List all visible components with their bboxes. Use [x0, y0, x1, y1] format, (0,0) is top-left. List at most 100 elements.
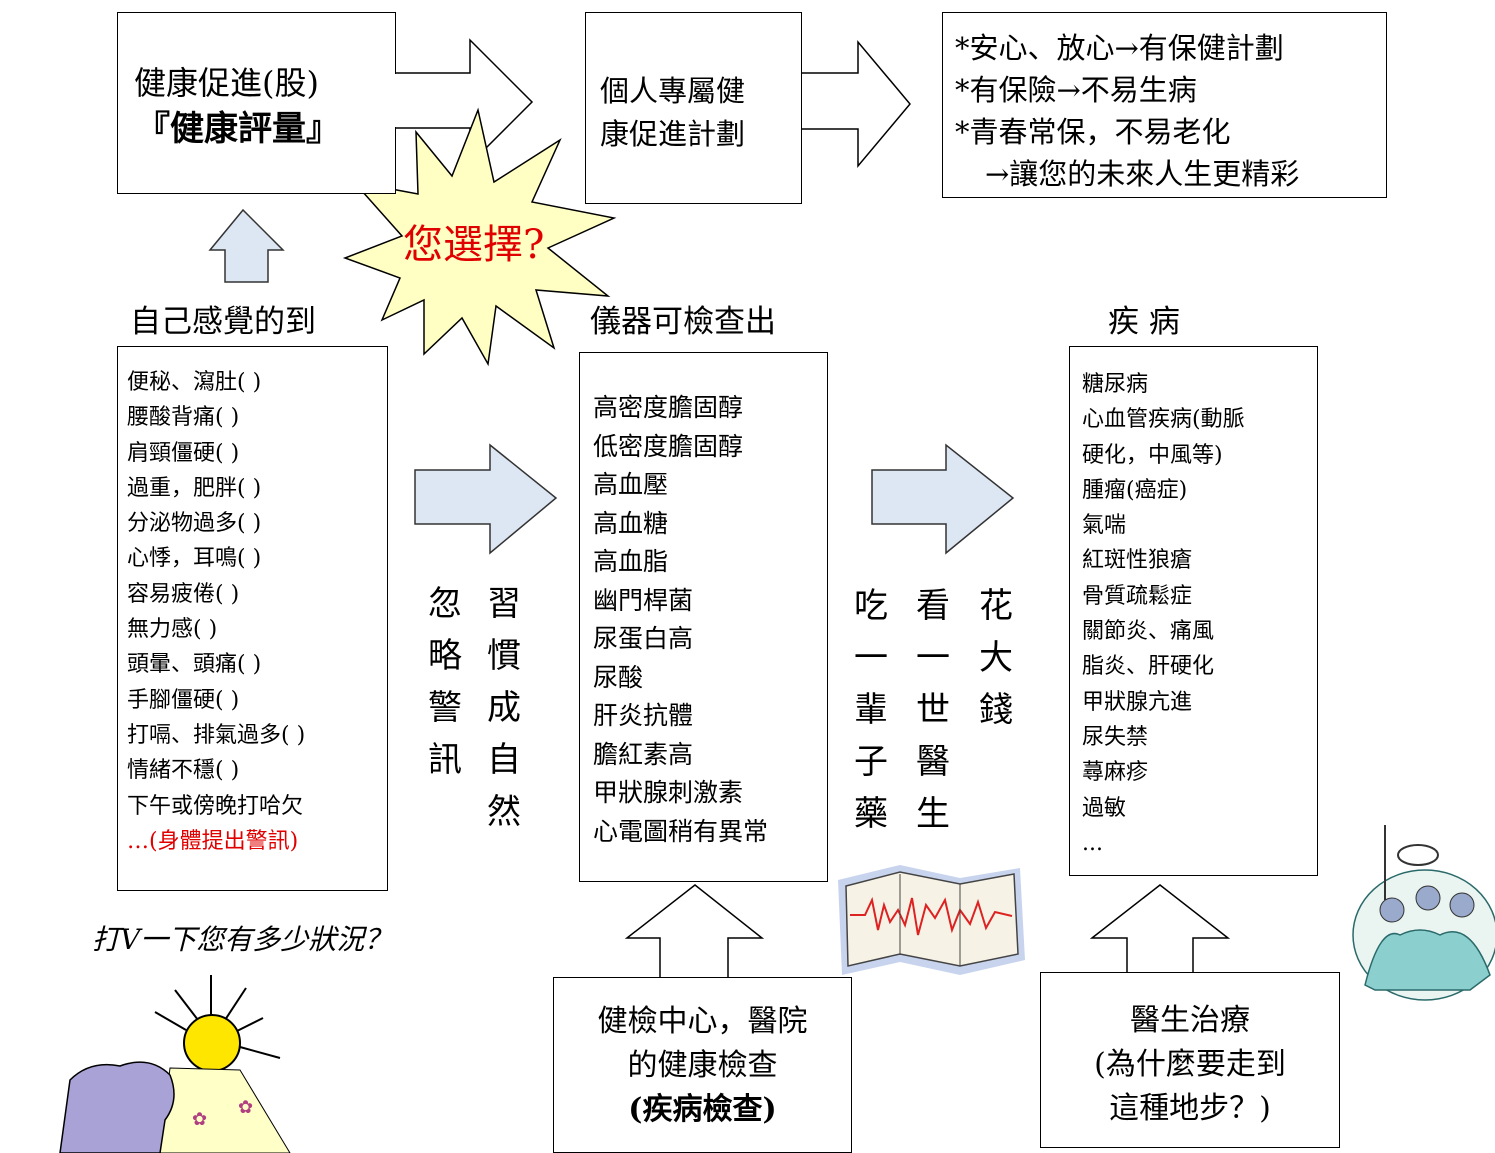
checkup-line-2: 的健康檢查 — [627, 1048, 778, 1083]
vchar: 錢 — [979, 690, 1013, 730]
company-name: 健康促進(股) — [134, 64, 319, 102]
vchar: 一 — [854, 638, 888, 678]
disease-item: 心血管疾病(動脈 — [1082, 407, 1245, 433]
vchar: 忽 — [428, 584, 462, 624]
instrument-item: 高血壓 — [593, 470, 669, 499]
instrument-item: 尿蛋白高 — [593, 624, 694, 653]
symptom-item: 手腳僵硬( ) — [127, 687, 240, 713]
checkup-line-1: 健檢中心，醫院 — [597, 1004, 808, 1039]
symptom-item: 心悸，耳鳴( ) — [127, 546, 262, 572]
vchar: 輩 — [854, 690, 888, 730]
symptom-item: 打嗝、排氣過多( ) — [127, 722, 306, 748]
symptom-item: 腰酸背痛( ) — [127, 405, 240, 431]
surgeons-clipart — [1352, 825, 1495, 1001]
sun-clipart — [154, 975, 281, 1072]
starburst-text: 您選擇? — [403, 222, 545, 268]
checklist-caption: 打V一下您有多少狀況？ — [92, 923, 393, 956]
symptom-item: 情緒不穩( ) — [127, 758, 240, 784]
header-disease: 疾 病 — [1108, 304, 1180, 340]
vertical-lifelong-medicine: 吃 一 輩 子 藥 — [851, 580, 891, 840]
doctor-treatment-box: 醫生治療 (為什麼要走到 這種地步？) — [1040, 972, 1340, 1148]
vchar: 習 — [487, 584, 521, 624]
vchar: 子 — [854, 742, 888, 782]
symptom-item: 下午或傍晚打哈欠 — [127, 793, 304, 819]
personal-plan-box: 個人專屬健 康促進計劃 — [585, 12, 802, 204]
benefit-4: →讓您的未來人生更精彩 — [985, 157, 1300, 191]
disease-item: 硬化，中風等) — [1082, 442, 1223, 468]
vertical-habit-natural: 習 慣 成 自 然 — [484, 578, 524, 838]
disease-item: 脂炎、肝硬化 — [1082, 654, 1215, 680]
symptom-item: 無力感( ) — [127, 617, 218, 643]
vchar: 世 — [916, 690, 950, 730]
vchar: 看 — [916, 586, 950, 626]
doctor-line-3: 這種地步？) — [1109, 1091, 1271, 1126]
disease-item: 腫瘤(癌症) — [1082, 477, 1188, 503]
plan-line-2: 康促進計劃 — [600, 117, 746, 151]
instrument-item: 甲狀腺刺激素 — [593, 778, 744, 807]
vchar: 警 — [428, 688, 462, 728]
doctor-line-2: (為什麼要走到 — [1094, 1047, 1286, 1082]
symptom-warning: …(身體提出警訊) — [127, 828, 299, 854]
vchar: 大 — [979, 638, 1013, 678]
instrument-item: 高密度膽固醇 — [593, 393, 744, 422]
arrow-right-top-1 — [394, 38, 534, 166]
arrow-up-doctor — [1089, 884, 1231, 976]
vchar: 成 — [487, 688, 521, 728]
assessment-title: 『健康評量』 — [136, 109, 340, 149]
disease-item: 尿失禁 — [1082, 724, 1149, 750]
instrument-item: 肝炎抗體 — [593, 701, 694, 730]
symptom-item: 分泌物過多( ) — [127, 511, 262, 537]
symptom-item: 便秘、瀉肚( ) — [127, 370, 262, 395]
health-assessment-box: 健康促進(股) 『健康評量』 — [117, 12, 396, 194]
flower-2: ✿ — [238, 1097, 253, 1118]
header-self-feel: 自己感覺的到 — [130, 304, 316, 340]
vchar: 生 — [916, 794, 950, 834]
vertical-ignore-warning: 忽 略 警 訊 — [425, 578, 465, 786]
vchar: 訊 — [428, 740, 462, 780]
doctor-line-1: 醫生治療 — [1130, 1003, 1250, 1038]
disease-item: 氣喘 — [1082, 513, 1127, 539]
disease-item: 蕁麻疹 — [1082, 760, 1149, 786]
disease-item: ... — [1082, 830, 1103, 856]
disease-item: 骨質疏鬆症 — [1082, 583, 1193, 609]
disease-box: 糖尿病 心血管疾病(動脈 硬化，中風等) 腫瘤(癌症) 氣喘 紅斑性狼瘡 骨質疏… — [1069, 346, 1318, 876]
vchar: 花 — [979, 586, 1013, 626]
disease-item: 甲狀腺亢進 — [1082, 689, 1193, 715]
symptom-item: 過重，肥胖( ) — [127, 475, 262, 501]
vchar: 自 — [487, 740, 521, 780]
instrument-item: 低密度膽固醇 — [593, 431, 744, 461]
instrument-item: 尿酸 — [593, 662, 644, 692]
arrow-right-top-2 — [799, 39, 911, 169]
vertical-lifetime-doctor: 看 一 世 醫 生 — [913, 580, 953, 840]
benefits-box: *安心、放心→有保健計劃 *有保險→不易生病 *青春常保，不易老化 →讓您的未來… — [942, 12, 1387, 198]
vchar: 慣 — [487, 636, 521, 676]
disease-item: 關節炎、痛風 — [1082, 619, 1215, 645]
vchar: 醫 — [916, 742, 950, 782]
cloud-clipart — [59, 1061, 175, 1153]
instrument-item: 心電圖稍有異常 — [593, 816, 769, 846]
arrow-joint — [392, 74, 398, 127]
symptom-item: 容易疲倦( ) — [127, 581, 240, 607]
header-instrument: 儀器可檢查出 — [590, 304, 776, 340]
vchar: 一 — [916, 638, 950, 678]
arrow-up-checkup — [624, 884, 765, 981]
flower-1: ✿ — [192, 1109, 207, 1130]
instrument-box: 高密度膽固醇 低密度膽固醇 高血壓 高血糖 高血脂 幽門桿菌 尿蛋白高 尿酸 肝… — [579, 352, 828, 882]
disease-item: 紅斑性狼瘡 — [1082, 548, 1193, 574]
symptom-item: 肩頸僵硬( ) — [127, 440, 240, 466]
arrow-up-left — [208, 208, 285, 283]
vchar: 略 — [428, 636, 462, 676]
vertical-spend-money: 花 大 錢 — [976, 580, 1016, 736]
arrow-right-mid-2 — [871, 443, 1015, 555]
symptoms-box: 便秘、瀉肚( ) 腰酸背痛( ) 肩頸僵硬( ) 過重，肥胖( ) 分泌物過多(… — [117, 346, 388, 891]
instrument-item: 幽門桿菌 — [593, 585, 694, 615]
instrument-item: 高血脂 — [593, 547, 669, 576]
benefit-2: *有保險→不易生病 — [955, 73, 1197, 107]
vchar: 然 — [487, 792, 521, 832]
vchar: 藥 — [854, 794, 888, 834]
instrument-item: 高血糖 — [593, 508, 669, 538]
symptom-item: 頭暈、頭痛( ) — [127, 652, 262, 678]
light-beam — [159, 1067, 291, 1153]
disease-item: 過敏 — [1082, 795, 1127, 821]
